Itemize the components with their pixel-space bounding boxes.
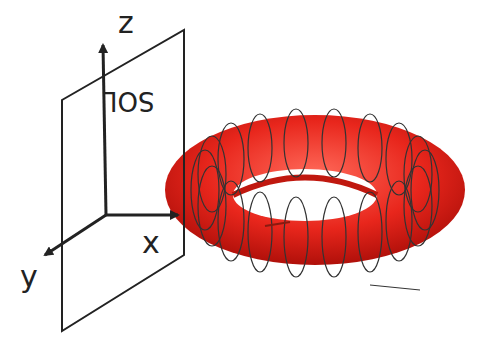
axis-label: y [20, 262, 38, 292]
torus-inner-shade [233, 178, 377, 196]
torus-hole [233, 169, 377, 221]
axis-label: z [118, 8, 134, 38]
torus-body [165, 115, 465, 265]
z-axis [103, 45, 106, 215]
plane-label: SOL [103, 88, 154, 114]
x-axis [106, 214, 178, 217]
axis-label: x [142, 228, 160, 258]
plane-outline [58, 28, 188, 333]
field-loops [191, 109, 439, 277]
leader-line [370, 285, 420, 290]
sol-plane: SOL [58, 28, 188, 333]
current-arrow [265, 222, 290, 226]
y-axis [45, 215, 106, 255]
